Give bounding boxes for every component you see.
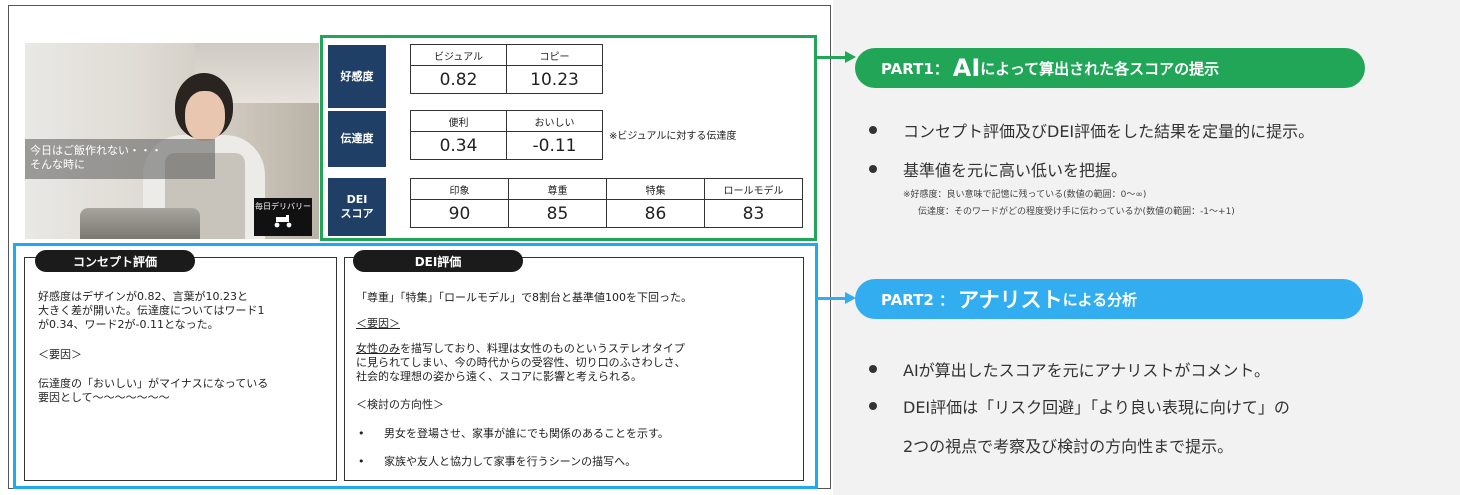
ad-copy-overlay: 今日はご飯作れない・・・ そんな時に: [25, 139, 215, 179]
part1-note-2: 伝達度：そのワードがどの程度受け手に伝わっているか(数値の範囲：-1～+1): [918, 207, 1235, 217]
value-copy: 10.23: [506, 65, 603, 94]
part2-arrow-icon: [845, 292, 856, 304]
header-respect: 尊重: [508, 178, 607, 200]
part1-rest: によって算出された各スコアの提示: [980, 59, 1220, 78]
favorability-table: ビジュアル コピー 0.82 10.23: [410, 44, 603, 94]
header-convenient: 便利: [410, 110, 507, 132]
value-delicious: -0.11: [506, 131, 603, 160]
dei-bullet-mark-2: •: [358, 455, 365, 468]
dei-factor-line2: に見られてしまい、今の時代からの受容性、切り口のふさわしさ、: [356, 356, 686, 369]
part2-prefix: PART2 ：: [881, 290, 954, 309]
dei-label-line2: スコア: [340, 207, 374, 220]
part1-arrow-icon: [845, 51, 856, 63]
ad-photo: 今日はご飯作れない・・・ そんな時に 毎日デリバリー: [25, 43, 319, 239]
value-impression: 90: [410, 199, 509, 228]
dei-factor-underlined: 女性のみ: [356, 342, 400, 355]
concept-title: コンセプト評価: [35, 250, 195, 272]
part2-rest: による分析: [1062, 290, 1138, 309]
transmission-table: 便利 おいしい 0.34 -0.11: [410, 110, 603, 160]
part2-pill: PART2 ： アナリスト による分析: [855, 279, 1363, 319]
part2-bullet-dot-2: [869, 402, 877, 410]
header-impression: 印象: [410, 178, 509, 200]
header-delicious: おいしい: [506, 110, 603, 132]
dei-panel: [344, 257, 804, 481]
analysis-box: [13, 243, 818, 489]
value-rolemodel: 83: [704, 199, 803, 228]
header-visual: ビジュアル: [410, 44, 507, 66]
header-feature: 特集: [606, 178, 705, 200]
part2-bullet-2-line2: 2つの視点で考察及び検討の方向性まで提示。: [903, 437, 1234, 456]
transmission-label: 伝達度: [328, 111, 386, 167]
part1-arrow-line: [817, 56, 847, 59]
dei-score-table: 印象 尊重 特集 ロールモデル 90 85 86 83: [410, 178, 803, 228]
part1-pill: PART1： AI によって算出された各スコアの提示: [855, 48, 1365, 88]
concept-line6: 要因として～～～～～～～: [38, 391, 170, 404]
score-box: [320, 35, 817, 241]
woman-face: [185, 91, 225, 141]
dei-title: DEI評価: [353, 250, 523, 272]
dei-score-label: DEI スコア: [328, 178, 386, 236]
part1-ai: AI: [952, 54, 981, 82]
value-visual: 0.82: [410, 65, 507, 94]
dei-label-line1: DEI: [346, 193, 368, 206]
part1-bullet-2: 基準値を元に高い低いを把握。: [903, 161, 1128, 180]
ad-copy-line2: そんな時に: [30, 158, 85, 171]
dei-bullet-2: 家族や友人と協力して家事を行うシーンの描写へ。: [384, 455, 637, 468]
part1-prefix: PART1：: [881, 59, 949, 78]
part1-bullet-1: コンセプト評価及びDEI評価をした結果を定量的に提示。: [903, 122, 1315, 141]
part2-bullet-1: AIが算出したスコアを元にアナリストがコメント。: [903, 361, 1271, 380]
value-respect: 85: [508, 199, 607, 228]
delivery-label: 毎日デリバリー: [255, 202, 311, 211]
dei-direction-heading: ＜検討の方向性＞: [356, 398, 444, 411]
value-feature: 86: [606, 199, 705, 228]
concept-line1: 好感度はデザインが0.82、言葉が10.23と: [38, 290, 248, 303]
pan: [80, 208, 200, 239]
dei-bullet-mark-1: •: [358, 427, 365, 440]
header-rolemodel: ロールモデル: [704, 178, 803, 200]
scooter-icon: [254, 214, 312, 230]
part1-bullet-dot-2: [869, 165, 877, 173]
favorability-label: 好感度: [328, 45, 386, 108]
ad-copy-line1: 今日はご飯作れない・・・: [30, 144, 162, 157]
part1-note-1: ※好感度：良い意味で記憶に残っている(数値の範囲：0～∞): [903, 190, 1147, 200]
part2-arrow-line: [817, 297, 847, 300]
part2-analyst: アナリスト: [958, 288, 1063, 312]
header-copy: コピー: [506, 44, 603, 66]
part2-bullet-dot-1: [869, 365, 877, 373]
concept-line2: 大きく差が開いた。伝達度についてはワード1: [38, 304, 265, 317]
concept-line5: 伝達度の「おいしい」がマイナスになっている: [38, 377, 269, 390]
transmission-note: ※ビジュアルに対する伝達度: [609, 131, 737, 142]
value-convenient: 0.34: [410, 131, 507, 160]
dei-factor-heading: ＜要因＞: [356, 317, 400, 330]
dei-factor-line1: 女性のみを描写しており、料理は女性のものというステレオタイプ: [356, 342, 685, 356]
dei-summary: 「尊重」「特集」「ロールモデル」で8割台と基準値100を下回った。: [356, 291, 692, 304]
dei-factor-line3: 社会的な理想の姿から遠く、スコアに影響と考えられる。: [356, 370, 642, 383]
part2-bullet-2: DEI評価は「リスク回避」「より良い表現に向けて」の: [903, 398, 1290, 417]
dei-factor-rest: を描写しており、料理は女性のものというステレオタイプ: [400, 342, 685, 355]
delivery-logo: 毎日デリバリー: [254, 198, 312, 236]
concept-factor-heading: ＜要因＞: [38, 348, 82, 361]
concept-line3: が0.34、ワード2が-0.11となった。: [38, 318, 219, 331]
part1-bullet-dot-1: [869, 126, 877, 134]
dei-bullet-1: 男女を登場させ、家事が誰にでも関係のあることを示す。: [384, 427, 669, 440]
concept-panel: [24, 257, 337, 481]
